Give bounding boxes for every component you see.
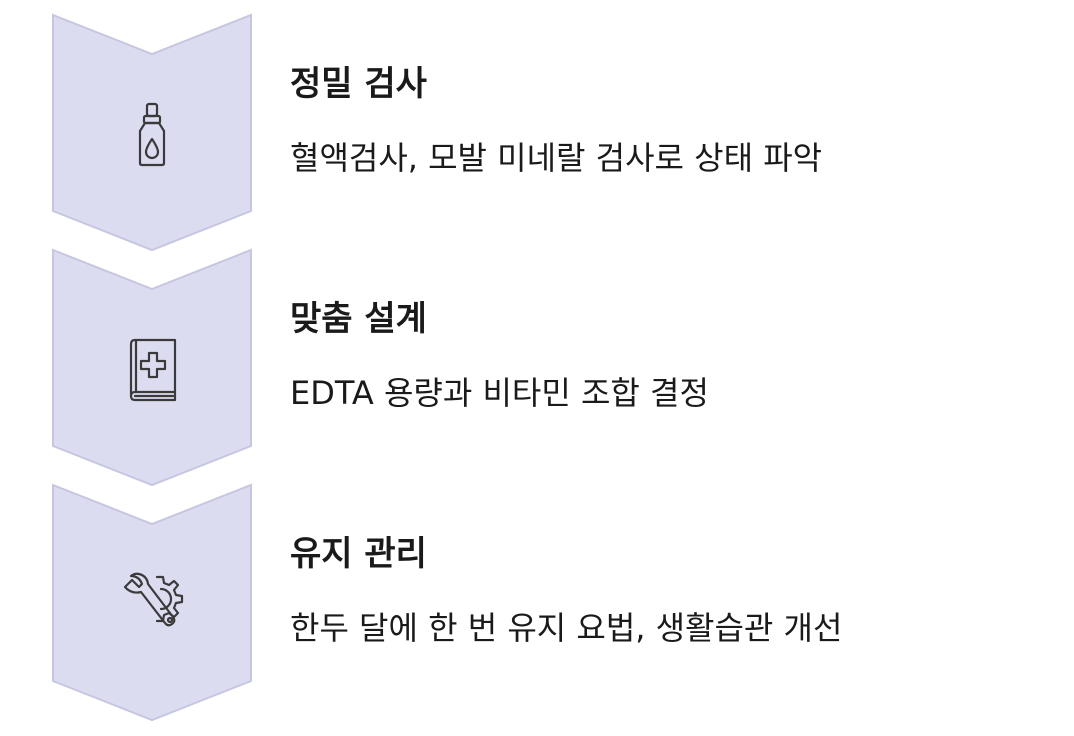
chevron-shape xyxy=(52,483,252,722)
step-description: 혈액검사, 모발 미네랄 검사로 상태 파악 xyxy=(290,139,823,177)
step-title: 맞춤 설계 xyxy=(290,299,427,339)
step-description: 한두 달에 한 번 유지 요법, 생활습관 개선 xyxy=(290,609,843,647)
step-description: EDTA 용량과 비타민 조합 결정 xyxy=(290,374,709,412)
chevron-shape xyxy=(52,13,252,252)
wrench-gear-icon xyxy=(102,552,202,652)
step-2: 맞춤 설계 EDTA 용량과 비타민 조합 결정 xyxy=(0,248,1074,487)
chevron-shape xyxy=(52,248,252,487)
dropper-bottle-icon xyxy=(102,84,202,184)
step-title: 유지 관리 xyxy=(290,534,427,574)
step-1: 정밀 검사 혈액검사, 모발 미네랄 검사로 상태 파악 xyxy=(0,13,1074,252)
step-title: 정밀 검사 xyxy=(290,64,427,104)
step-3: 유지 관리 한두 달에 한 번 유지 요법, 생활습관 개선 xyxy=(0,483,1074,722)
medical-book-icon xyxy=(102,319,202,419)
